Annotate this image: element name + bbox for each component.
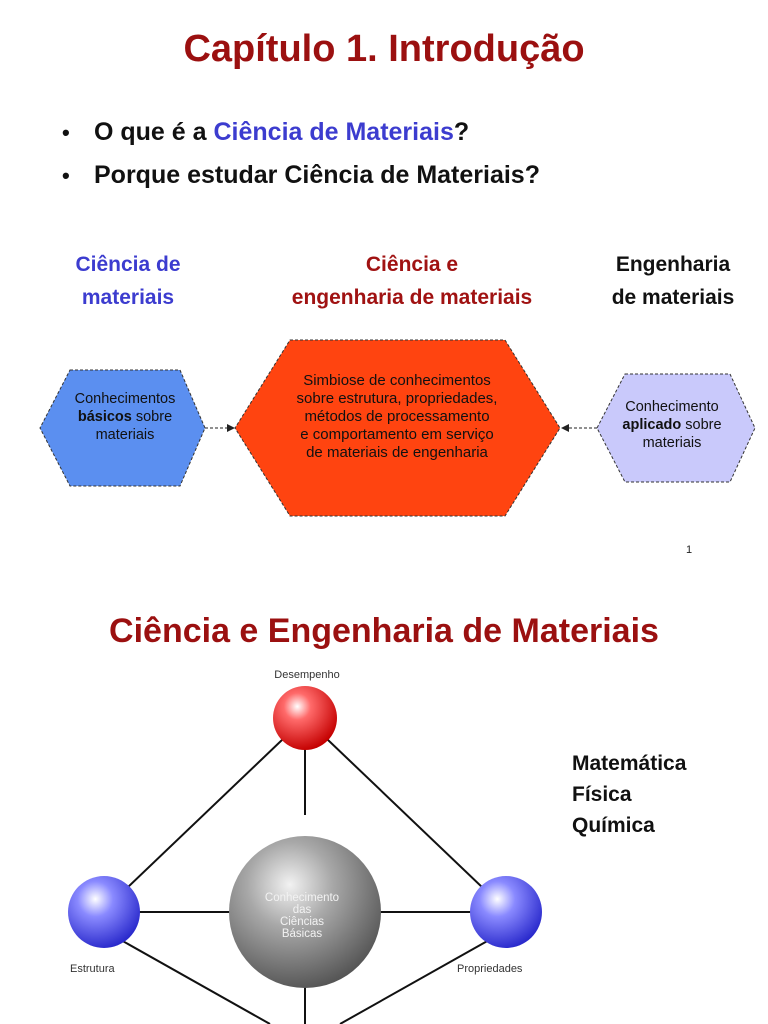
hex-line: Simbiose de conhecimentos [303, 372, 491, 389]
hex-line: Conhecimento [625, 399, 719, 415]
hexagon-middle-text: Simbiose de conhecimentos sobre estrutur… [252, 372, 542, 462]
hexagon-diagram [39, 339, 756, 517]
page-number: 1 [686, 544, 693, 556]
science-item: Matemática [572, 752, 687, 775]
hex-line: básicos sobre [40, 408, 210, 426]
center-line: Conhecimento [264, 892, 340, 904]
center-line: Ciências [279, 916, 325, 928]
bullet1-suffix: ? [453, 118, 470, 146]
label-structure: Estrutura [70, 963, 115, 975]
hex-bold: básicos [77, 409, 132, 425]
slide2-title: Ciência e Engenharia de Materiais [109, 612, 659, 650]
hexagon-left-text: Conhecimentos básicos sobre materiais [40, 390, 210, 444]
hex-rest: sobre [131, 409, 173, 425]
heading-line: de materiais [611, 286, 735, 309]
bullet1-prefix: O que é a [94, 118, 214, 146]
bullet-text-2: Porque estudar Ciência de Materiais? [94, 161, 540, 189]
hexagon-applied-knowledge [596, 373, 756, 483]
node-properties [470, 876, 542, 948]
sciences-list: Matemática Física Química [572, 748, 686, 841]
heading-line: engenharia de materiais [291, 286, 533, 309]
heading-materials-science: Ciência de materiais [48, 248, 208, 314]
node-structure [68, 876, 140, 948]
center-line: das [292, 904, 312, 916]
heading-science-engineering: Ciência e engenharia de materiais [262, 248, 562, 314]
bullet-symbol: • [62, 120, 70, 145]
hex-line: aplicado sobre [592, 416, 752, 434]
hex-rest: sobre [681, 417, 722, 433]
hex-line: Conhecimentos [74, 391, 176, 407]
label-performance: Desempenho [274, 669, 340, 681]
hexagon-basic-knowledge [39, 369, 206, 487]
label-properties: Propriedades [457, 963, 523, 975]
bullet-list: • O que é a Ciência de Materiais? • Porq… [62, 118, 742, 204]
heading-materials-engineering: Engenharia de materiais [588, 248, 758, 314]
slide1-title: Capítulo 1. Introdução [183, 28, 585, 70]
heading-line: Ciência de [75, 253, 181, 276]
center-line: Básicas [281, 928, 323, 940]
bullet-item-1: • O que é a Ciência de Materiais? [62, 118, 742, 147]
hex-line: materiais [95, 427, 155, 443]
heading-line: Engenharia [615, 253, 731, 276]
hex-line: materiais [642, 435, 702, 451]
hex-line: sobre estrutura, propriedades, [296, 390, 498, 407]
label-basic-sciences: Conhecimento das Ciências Básicas [232, 892, 372, 940]
science-item: Química [572, 814, 655, 837]
bullet1-highlight: Ciência de Materiais [213, 118, 454, 146]
node-basic-sciences [229, 836, 381, 988]
hexagon-right-text: Conhecimento aplicado sobre materiais [592, 398, 752, 452]
bullet-text-1: O que é a Ciência de Materiais? [94, 118, 469, 147]
bullet-symbol: • [62, 163, 70, 188]
hex-bold: aplicado [622, 417, 682, 433]
node-performance [273, 686, 337, 750]
hexagon-symbiosis [234, 339, 561, 517]
hex-line: e comportamento em serviço [300, 426, 494, 443]
hex-line: métodos de processamento [304, 408, 490, 425]
heading-line: Ciência e [365, 253, 459, 276]
tetrahedron-diagram [68, 686, 542, 1024]
hex-line: de materiais de engenharia [306, 444, 488, 461]
science-item: Física [572, 783, 632, 806]
bullet-item-2: • Porque estudar Ciência de Materiais? [62, 161, 742, 190]
heading-line: materiais [81, 286, 175, 309]
